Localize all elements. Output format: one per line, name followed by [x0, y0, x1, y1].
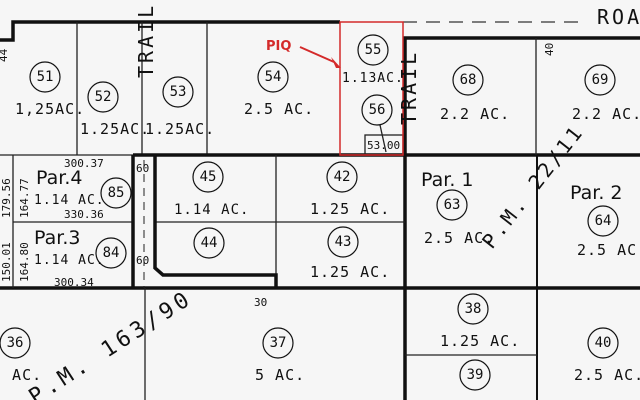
parcel-number: 36	[7, 335, 24, 351]
parcel-number: 42	[334, 169, 351, 185]
parcel-acreage: 1.25 AC.	[310, 263, 390, 281]
parcel-55[interactable]: 55 1.13AC.	[342, 34, 404, 86]
parcel-name: Par. 1	[421, 169, 473, 191]
parcel-acreage: 1.14 AC.	[174, 202, 249, 218]
parcel-acreage: 1.14 AC.	[34, 253, 105, 268]
dimension-label: 179.56	[0, 178, 13, 218]
parcel-acreage: 1,25AC.	[15, 100, 85, 118]
parcel-53[interactable]: 53 1.25AC.	[145, 76, 215, 138]
parcel-acreage: 1.25AC.	[145, 120, 215, 138]
parcel-acreage: 5 AC.	[255, 366, 305, 384]
parcel-number: 37	[270, 335, 287, 351]
parcel-56[interactable]: 56	[361, 94, 393, 126]
parcel-number: 84	[103, 245, 120, 261]
parcel-acreage: 5 AC.	[0, 366, 42, 384]
trail-label: TRAIL	[134, 3, 158, 78]
parcel-39[interactable]: 39	[459, 359, 491, 391]
dimension-label: 60	[136, 254, 149, 267]
dimension-label: 300.37	[64, 157, 104, 170]
parcel-number: 69	[592, 72, 609, 88]
dimension-label: 164.77	[18, 178, 31, 218]
parcel-54[interactable]: 54 2.5 AC.	[244, 61, 314, 118]
parcel-68[interactable]: 68 2.2 AC.	[440, 64, 510, 123]
parcel-64[interactable]: Par. 2 64 2.5 AC	[570, 182, 637, 259]
parcel-number: 52	[95, 89, 112, 105]
parcel-acreage: 2.5 AC.	[244, 100, 314, 118]
parcel-40[interactable]: 40 2.5 AC.	[574, 327, 640, 384]
piq-label: PIQ	[266, 39, 291, 54]
parcel-number: 39	[467, 367, 484, 383]
parcel-acreage: 2.2 AC.	[440, 105, 510, 123]
parcel-number: 85	[108, 185, 125, 201]
parcel-map-reference: P.M. 163/90	[25, 286, 198, 400]
parcel-acreage: 1.25AC.	[80, 120, 150, 138]
parcel-85[interactable]: Par.4 851.14 AC.	[34, 167, 132, 209]
parcel-acreage: 1.14 AC.	[34, 193, 105, 208]
parcel-38[interactable]: 38 1.25 AC.	[440, 293, 520, 350]
parcel-number: 43	[335, 234, 352, 250]
parcel-acreage: 1.25 AC.	[440, 332, 520, 350]
parcel-number: 68	[460, 72, 477, 88]
dimension-label: 40	[543, 43, 556, 56]
dimensions: 300.37 330.36 300.34 164.77 164.80 179.5…	[0, 43, 556, 309]
dimension-label: 44	[0, 48, 10, 62]
parcel-number: 55	[365, 42, 382, 58]
parcel-number: 40	[595, 335, 612, 351]
parcel-51[interactable]: 51 1,25AC.	[15, 61, 85, 118]
parcel-number: 64	[595, 213, 612, 229]
parcel-number: 63	[444, 197, 461, 213]
parcel-number: 56	[369, 102, 386, 118]
parcel-63[interactable]: Par. 1 63 2.5 AC.	[421, 169, 494, 247]
dimension-label: 30	[254, 296, 267, 309]
parcel-name: Par.3	[34, 227, 80, 249]
parcel-acreage: 2.5 AC.	[424, 229, 494, 247]
parcel-84[interactable]: Par.3 841.14 AC.	[34, 227, 127, 269]
parcel-number: 51	[37, 69, 54, 85]
dimension-label: 53.00	[367, 139, 400, 152]
road-label: ROA	[597, 5, 640, 29]
piq-highlight[interactable]: PIQ	[266, 21, 404, 156]
parcel-43[interactable]: 43 1.25 AC.	[310, 226, 390, 281]
parcel-42[interactable]: 42 1.25 AC.	[310, 161, 390, 218]
parcel-number: 54	[265, 69, 282, 85]
parcel-36[interactable]: 36 5 AC.	[0, 327, 42, 384]
parcel-acreage: 2.5 AC	[577, 241, 637, 259]
parcel-acreage: 2.2 AC.	[572, 105, 640, 123]
trail-label: TRAIL	[397, 50, 421, 125]
dimension-label: 60	[136, 162, 149, 175]
parcel-45[interactable]: 45 1.14 AC.	[174, 161, 249, 218]
dimension-label: 150.01	[0, 242, 13, 282]
parcel-acreage: 2.5 AC.	[574, 366, 640, 384]
parcel-name: Par. 2	[570, 182, 622, 204]
dimension-label: 300.34	[54, 276, 94, 289]
parcel-52[interactable]: 52 1.25AC.	[80, 81, 150, 138]
parcel-37[interactable]: 37 5 AC.	[255, 327, 305, 384]
parcel-number: 38	[465, 301, 482, 317]
piq-arrow-icon	[299, 46, 335, 63]
parcel-69[interactable]: 69 2.2 AC.	[572, 64, 640, 123]
parcel-acreage: 1.25 AC.	[310, 200, 390, 218]
dimension-label: 164.80	[18, 242, 31, 282]
parcel-number: 53	[170, 84, 187, 100]
dimension-label: 330.36	[64, 208, 104, 221]
parcel-number: 45	[200, 169, 217, 185]
parcel-number: 44	[201, 235, 218, 251]
parcel-44[interactable]: 44	[193, 227, 225, 259]
parcel-name: Par.4	[36, 167, 82, 189]
parcel-acreage: 1.13AC.	[342, 71, 404, 86]
parcel-lines	[0, 20, 640, 400]
